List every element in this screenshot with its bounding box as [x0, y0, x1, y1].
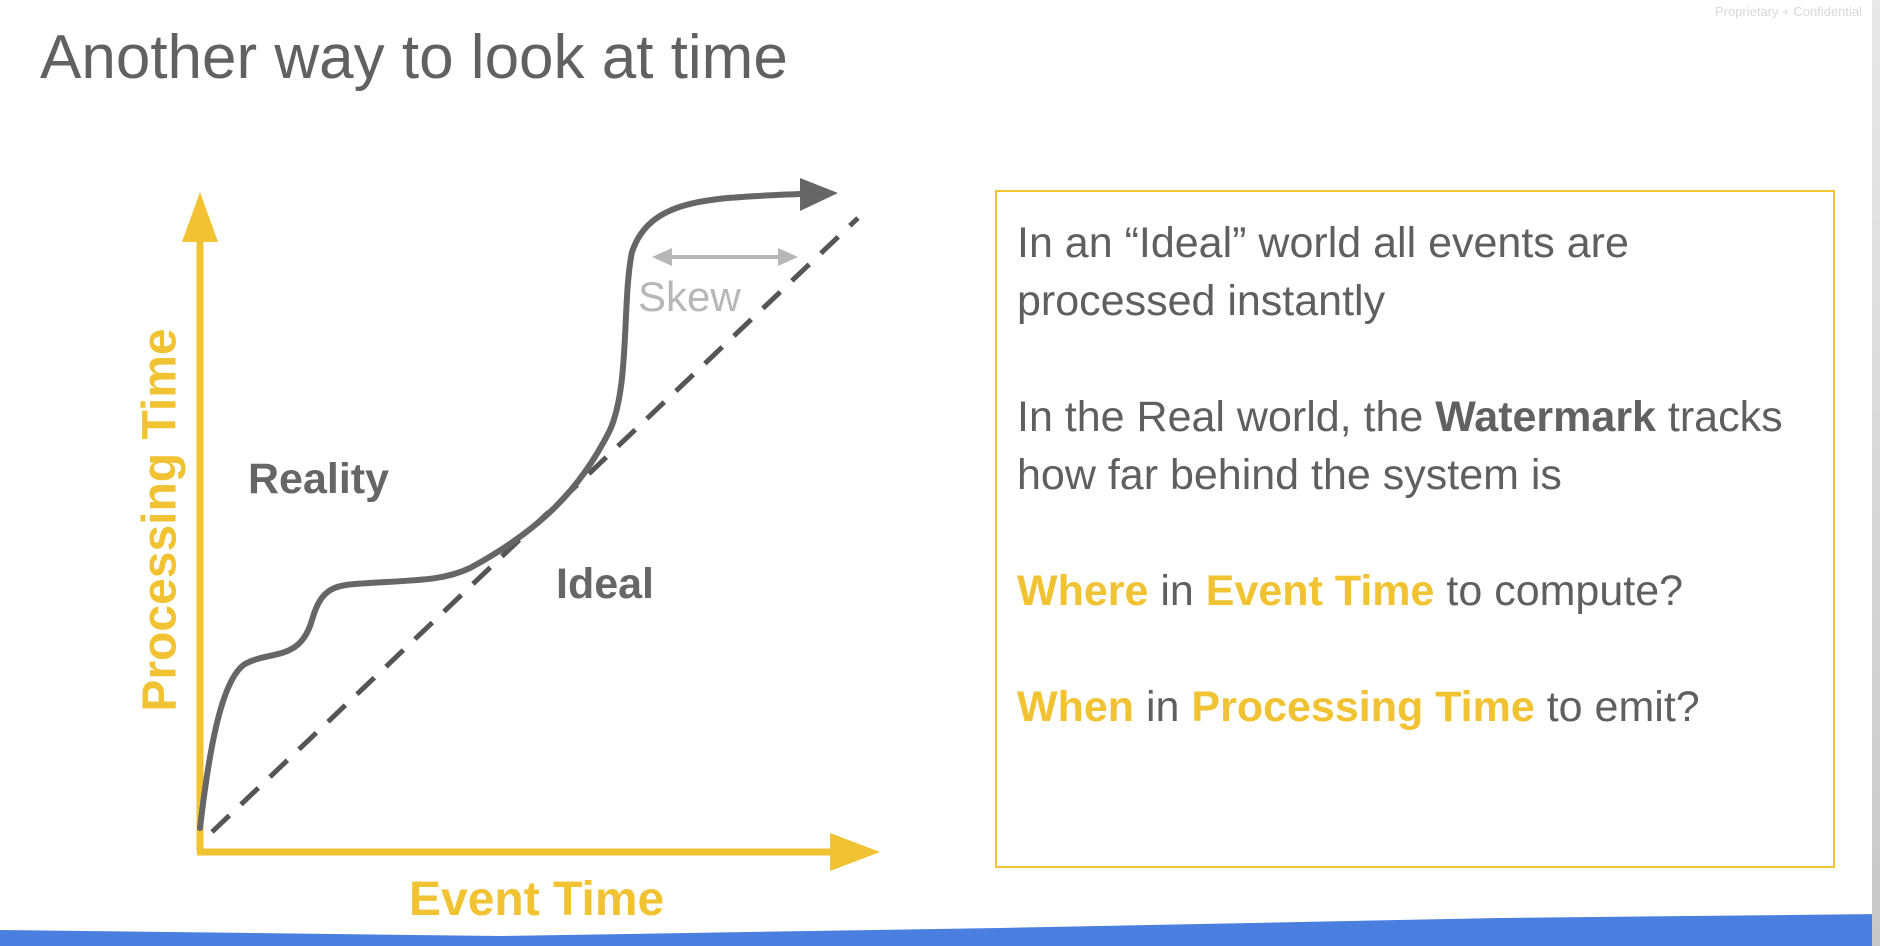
- x-axis-arrowhead: [830, 833, 880, 871]
- x-axis-label: Event Time: [409, 873, 665, 926]
- when-text-2: to emit?: [1534, 683, 1700, 731]
- skew-label: Skew: [638, 273, 741, 320]
- ideal-statement: In an “Ideal” world all events are proce…: [1017, 219, 1629, 325]
- when-question: When in Processing Time to emit?: [1017, 678, 1813, 736]
- watermark-term: Watermark: [1435, 393, 1656, 441]
- ideal-label: Ideal: [556, 560, 654, 608]
- watermark-text-post: tracks how far behind the system is: [1017, 393, 1783, 499]
- page-title: Another way to look at time: [40, 23, 788, 92]
- window-edge: [1872, 0, 1880, 946]
- where-text-2: to compute?: [1434, 567, 1684, 615]
- reality-arrowhead: [800, 178, 838, 211]
- skew-arrow-left-head: [652, 248, 672, 266]
- y-axis-label: Processing Time: [133, 328, 187, 712]
- reality-label: Reality: [248, 455, 390, 503]
- event-time-term: Event Time: [1205, 567, 1435, 615]
- skew-arrow-right-head: [778, 248, 798, 266]
- where-text-1: in: [1148, 567, 1206, 615]
- processing-time-term: Processing Time: [1191, 683, 1535, 731]
- explanation-box: In an “Ideal” world all events are proce…: [995, 190, 1835, 868]
- watermark-statement: In the Real world, the Watermark tracks …: [1017, 388, 1813, 504]
- y-axis-arrowhead: [182, 192, 218, 242]
- where-word: Where: [1017, 567, 1149, 615]
- where-question: Where in Event Time to compute?: [1017, 562, 1813, 620]
- bottom-blue-band: [0, 914, 1880, 946]
- reality-curve: [197, 191, 803, 831]
- watermark-text-pre: In the Real world, the: [1017, 393, 1436, 441]
- bottom-decoration: [0, 914, 1880, 946]
- when-text-1: in: [1134, 683, 1192, 731]
- when-word: When: [1017, 683, 1135, 731]
- confidential-label: Proprietary + Confidential: [1714, 4, 1862, 19]
